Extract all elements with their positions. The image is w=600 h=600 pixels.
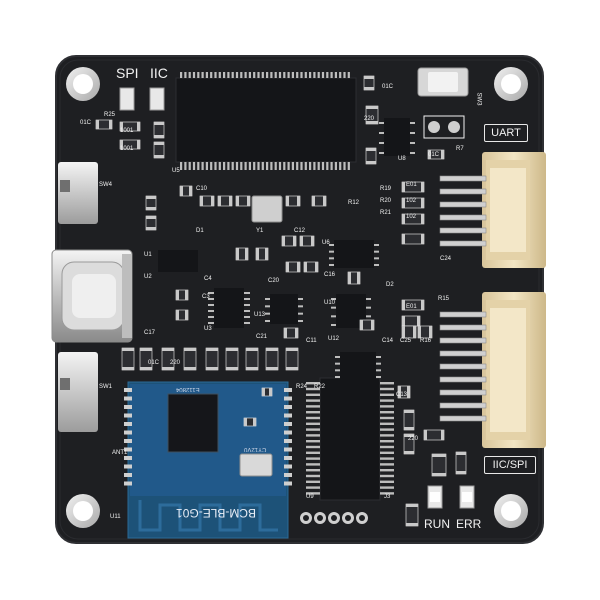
iic-spi-connector [439, 292, 546, 448]
label-ant1: ANT1 [112, 450, 128, 456]
label-u3: U3 [204, 326, 212, 332]
label-c12: C12 [294, 228, 306, 234]
label-220-c: 220 [408, 436, 419, 442]
chip-u6 [334, 240, 374, 268]
label-c21: C21 [256, 334, 268, 340]
label-iic-spi: IIC/SPI [484, 456, 536, 474]
label-01c-c: 01C [148, 360, 160, 366]
label-01c-b: 01C [382, 84, 394, 90]
label-c17: C17 [144, 330, 156, 336]
label-sw4: SW4 [99, 182, 113, 188]
module-chip-code: E112804 [176, 386, 200, 392]
label-r22: R22 [314, 384, 326, 390]
label-c11: C11 [306, 338, 317, 344]
label-err: ERR [456, 517, 482, 531]
label-u5: U5 [172, 168, 180, 174]
label-r7: R7 [456, 146, 464, 152]
label-220-a: 220 [170, 360, 181, 366]
chip-u5 [175, 72, 357, 170]
label-u12: U12 [328, 336, 340, 342]
label-y1: Y1 [256, 228, 264, 234]
switch-sw4 [58, 162, 98, 224]
led-spi [119, 87, 135, 111]
label-c25: C25 [400, 338, 412, 344]
led-iic [149, 87, 165, 111]
label-c14: C14 [382, 338, 394, 344]
header-holes [300, 512, 368, 524]
chip-u9 [306, 377, 394, 501]
label-1001-a: 1001 [120, 128, 134, 134]
label-spi-top: SPI [116, 65, 139, 81]
label-r19: R19 [380, 186, 392, 192]
switch-sw3 [417, 67, 469, 97]
chip-u13 [270, 294, 298, 324]
label-j3: J3 [384, 494, 391, 500]
label-r20: R20 [380, 198, 392, 204]
label-1001-b: 1001 [120, 146, 134, 152]
label-u6: U6 [322, 240, 330, 246]
label-r24: R24 [296, 384, 308, 390]
jumper-uart [423, 115, 465, 139]
label-r15: R15 [438, 296, 450, 302]
label-102-b: 102 [406, 214, 417, 220]
ble-module [124, 381, 292, 539]
chip-u2 [158, 250, 198, 272]
label-u11: U11 [110, 514, 121, 520]
label-run: RUN [424, 517, 450, 531]
label-u10: U10 [324, 300, 336, 306]
label-01c-d: 01C [428, 152, 440, 158]
mounting-holes [66, 67, 528, 528]
label-e01-a: E01 [406, 182, 417, 188]
label-c20: C20 [268, 278, 280, 284]
label-d1: D1 [196, 228, 204, 234]
label-r21: R21 [380, 210, 392, 216]
led-run [427, 485, 443, 509]
usb-c-connector [51, 249, 133, 343]
label-c13: C13 [396, 392, 408, 398]
label-u1: U1 [144, 252, 152, 258]
label-01c-a: 01C [80, 120, 92, 126]
label-c24: C24 [440, 256, 452, 262]
label-r25: R25 [104, 112, 116, 118]
label-c10: C10 [196, 186, 208, 192]
label-c16: C16 [324, 272, 336, 278]
chip-u8 [384, 118, 410, 156]
uart-connector [439, 152, 546, 268]
chip-u3 [208, 288, 250, 328]
label-c4: C4 [204, 276, 212, 282]
crystal-y1 [251, 195, 283, 223]
label-u13: U13 [254, 312, 266, 318]
label-102-a: 102 [406, 198, 417, 204]
label-r16: R16 [420, 338, 432, 344]
label-iic-top: IIC [150, 65, 168, 81]
label-u8: U8 [398, 156, 406, 162]
label-u9: U9 [306, 494, 314, 500]
module-name: BCM-BLE-G01 [176, 506, 257, 520]
label-r12: R12 [348, 200, 360, 206]
module-crystal-code: CY12V0 [244, 446, 267, 452]
switch-sw1 [58, 352, 98, 432]
label-sw1: SW1 [99, 384, 113, 390]
label-uart: UART [484, 124, 528, 142]
chip-u12 [340, 352, 376, 380]
label-sw3: SW3 [475, 92, 482, 106]
label-d2: D2 [386, 282, 394, 288]
label-220-b: 220 [364, 116, 375, 122]
passive-components [95, 75, 467, 527]
led-err [459, 485, 475, 509]
label-e01-b: E01 [406, 304, 417, 310]
label-u2: U2 [144, 274, 152, 280]
label-c3: C3 [202, 294, 210, 300]
